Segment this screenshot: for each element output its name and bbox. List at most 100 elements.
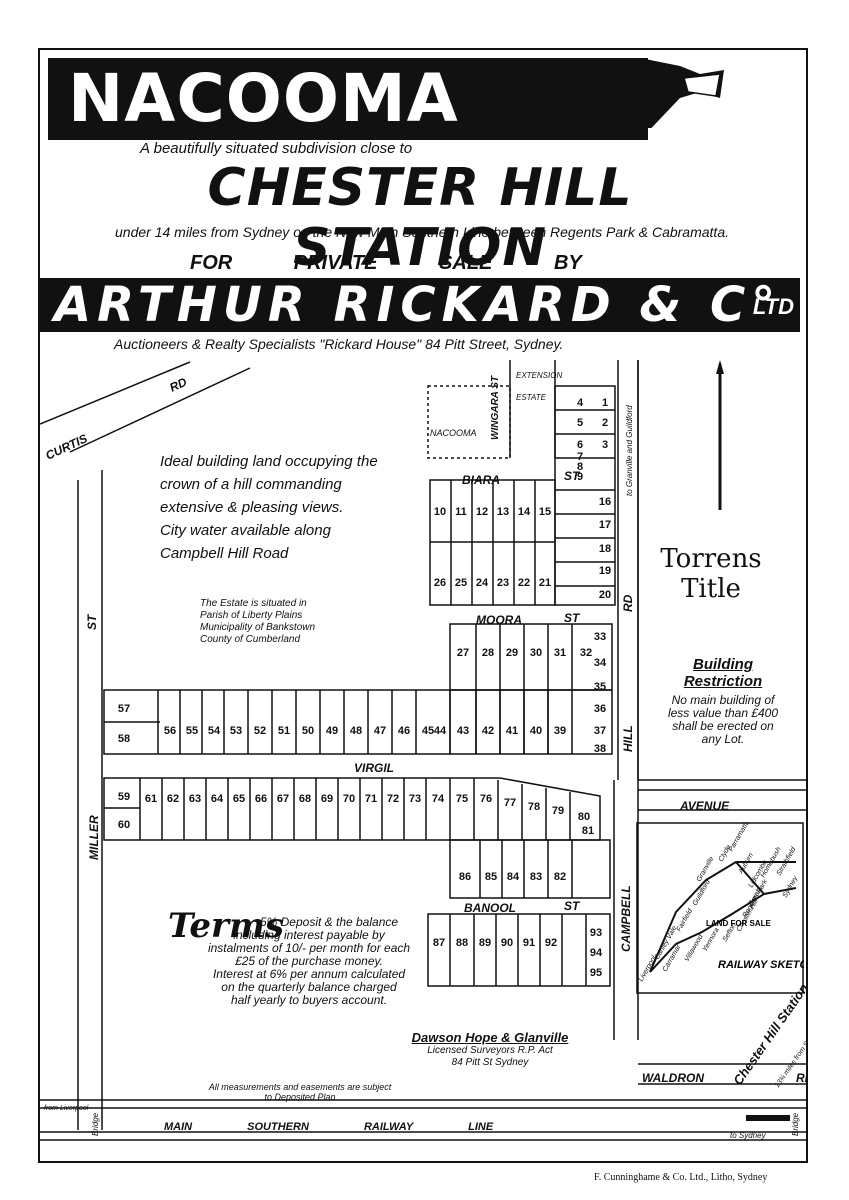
lot-number: 56 bbox=[164, 725, 176, 737]
description-line: crown of a hill commanding bbox=[160, 476, 342, 493]
lot-number: 2 bbox=[602, 417, 608, 429]
lot-number: 42 bbox=[482, 725, 494, 737]
lot-number: 15 bbox=[539, 506, 551, 518]
lot-number: 29 bbox=[506, 647, 518, 659]
lot-number: 44 bbox=[434, 725, 447, 737]
lot-number: 26 bbox=[434, 577, 446, 589]
agent-suffix: LTD bbox=[752, 294, 794, 319]
station-heading: CHESTER HILL STATION bbox=[207, 158, 633, 278]
lot-number: 58 bbox=[118, 733, 130, 745]
estate-title: NACOOMA ESTATE bbox=[68, 60, 459, 219]
lot-number: 55 bbox=[186, 725, 198, 737]
for-sale-line: FOR PRIVATE SALE BY bbox=[190, 252, 582, 274]
lot-number: 22 bbox=[518, 577, 530, 589]
lot-number: 74 bbox=[432, 793, 445, 805]
lot-number: 13 bbox=[497, 506, 509, 518]
lot-number: 95 bbox=[590, 967, 602, 979]
terms-line: Interest at 6% per annum calculated bbox=[212, 967, 406, 981]
lot-number: 91 bbox=[523, 937, 535, 949]
lot-number: 9 bbox=[577, 471, 583, 483]
waldron-road-edge bbox=[638, 1063, 808, 1085]
terms-line: 5% Deposit & the balance bbox=[259, 915, 399, 929]
lot-number: 43 bbox=[457, 725, 469, 737]
lot-number: 46 bbox=[398, 725, 410, 737]
curtis-road-edge bbox=[40, 361, 191, 425]
street-label-miller-st: ST bbox=[85, 613, 99, 630]
block-e bbox=[103, 777, 601, 841]
street-label-hill-rd: RD bbox=[621, 594, 635, 612]
street-label-waldron-rd: RD bbox=[796, 1071, 808, 1085]
curtis-road-edge bbox=[69, 367, 251, 453]
terms-line: including interest payable by bbox=[233, 928, 385, 942]
street-label-banool-st: ST bbox=[564, 899, 581, 913]
lot-number: 88 bbox=[456, 937, 468, 949]
lot-number: 69 bbox=[321, 793, 333, 805]
location-line: under 14 miles from Sydney on the New Ma… bbox=[115, 224, 729, 240]
street-label-avenue: AVENUE bbox=[679, 799, 730, 813]
lot-number: 21 bbox=[539, 577, 551, 589]
terms-line: instalments of 10/- per month for each bbox=[207, 941, 411, 955]
estate-title-banner: NACOOMA ESTATE bbox=[48, 58, 648, 219]
street-label-biara: BIARA bbox=[462, 473, 500, 487]
lot-number: 17 bbox=[599, 519, 611, 531]
label-bridge-west: Bridge bbox=[91, 1112, 100, 1136]
lot-number: 68 bbox=[299, 793, 311, 805]
lot-number: 47 bbox=[374, 725, 386, 737]
sketch-place-name: Parramatta bbox=[728, 822, 751, 853]
lot-number: 62 bbox=[167, 793, 179, 805]
label-estate: ESTATE bbox=[516, 393, 547, 402]
lot-number: 19 bbox=[599, 565, 611, 577]
restriction-line: shall be erected on bbox=[672, 719, 774, 733]
surveyors-line: Licensed Surveyors R.P. Act bbox=[427, 1045, 553, 1056]
lot-number: 11 bbox=[455, 506, 467, 518]
lot-number: 57 bbox=[118, 703, 130, 715]
lot-number: 34 bbox=[594, 657, 607, 669]
parish-note: The Estate is situated in Parish of Libe… bbox=[200, 598, 315, 646]
street-label-waldron: WALDRON bbox=[642, 1071, 704, 1085]
torrens-title: Torrens Title bbox=[655, 544, 767, 604]
lot-number: 31 bbox=[554, 647, 566, 659]
lot-number: 45 bbox=[422, 725, 434, 737]
lot-number: 75 bbox=[456, 793, 468, 805]
measurements-line: All measurements and easements are subje… bbox=[208, 1082, 392, 1092]
street-label-wingara: WINGARA ST bbox=[490, 375, 501, 440]
measurements-line: to Deposited Plan bbox=[264, 1092, 336, 1102]
lot-number: 84 bbox=[507, 871, 520, 883]
sketch-land-label: LAND FOR SALE bbox=[706, 919, 772, 928]
lot-number: 70 bbox=[343, 793, 355, 805]
lot-number: 92 bbox=[545, 937, 557, 949]
lot-number: 83 bbox=[530, 871, 542, 883]
lot-number: 78 bbox=[528, 801, 540, 813]
western-line-path bbox=[649, 861, 796, 973]
lot-number: 27 bbox=[457, 647, 469, 659]
torrens-line: Torrens bbox=[660, 544, 762, 574]
lot-number: 8 bbox=[577, 461, 583, 473]
lot-number: 89 bbox=[479, 937, 491, 949]
lot-number: 52 bbox=[254, 725, 266, 737]
surveyors-block: Dawson Hope & Glanville Licensed Surveyo… bbox=[408, 1030, 572, 1069]
lot-number: 87 bbox=[433, 937, 445, 949]
parish-line: County of Cumberland bbox=[200, 634, 301, 645]
nacooma-extension bbox=[427, 385, 511, 459]
lot-number: 59 bbox=[118, 791, 130, 803]
main-line-path bbox=[649, 887, 797, 973]
terms-title: Terms bbox=[168, 906, 285, 946]
lot-number: 73 bbox=[409, 793, 421, 805]
restriction-line: No main building of bbox=[671, 693, 775, 707]
restriction-title: Building Restriction bbox=[683, 656, 763, 690]
parish-line: The Estate is situated in bbox=[200, 598, 307, 609]
lot-number: 6 bbox=[577, 439, 583, 451]
street-label-moora-st: ST bbox=[564, 611, 581, 625]
street-label-campbell: CAMPBELL bbox=[619, 885, 633, 952]
surveyors-name: Dawson Hope & Glanville bbox=[411, 1030, 569, 1045]
street-label-hill: HILL bbox=[621, 725, 635, 752]
subdivision-plan: CURTIS RD MILLER ST WINGARA ST BIARA ST … bbox=[40, 360, 808, 1141]
agent-name: ARTHUR RICKARD & C° bbox=[54, 277, 782, 333]
lot-number: 86 bbox=[459, 871, 471, 883]
torrens-line: Title bbox=[681, 574, 741, 604]
link-line-path bbox=[735, 861, 765, 895]
lot-number: 61 bbox=[145, 793, 157, 805]
lot-number: 30 bbox=[530, 647, 542, 659]
lot-number: 38 bbox=[594, 743, 606, 755]
street-label-curtis: CURTIS bbox=[43, 431, 89, 462]
